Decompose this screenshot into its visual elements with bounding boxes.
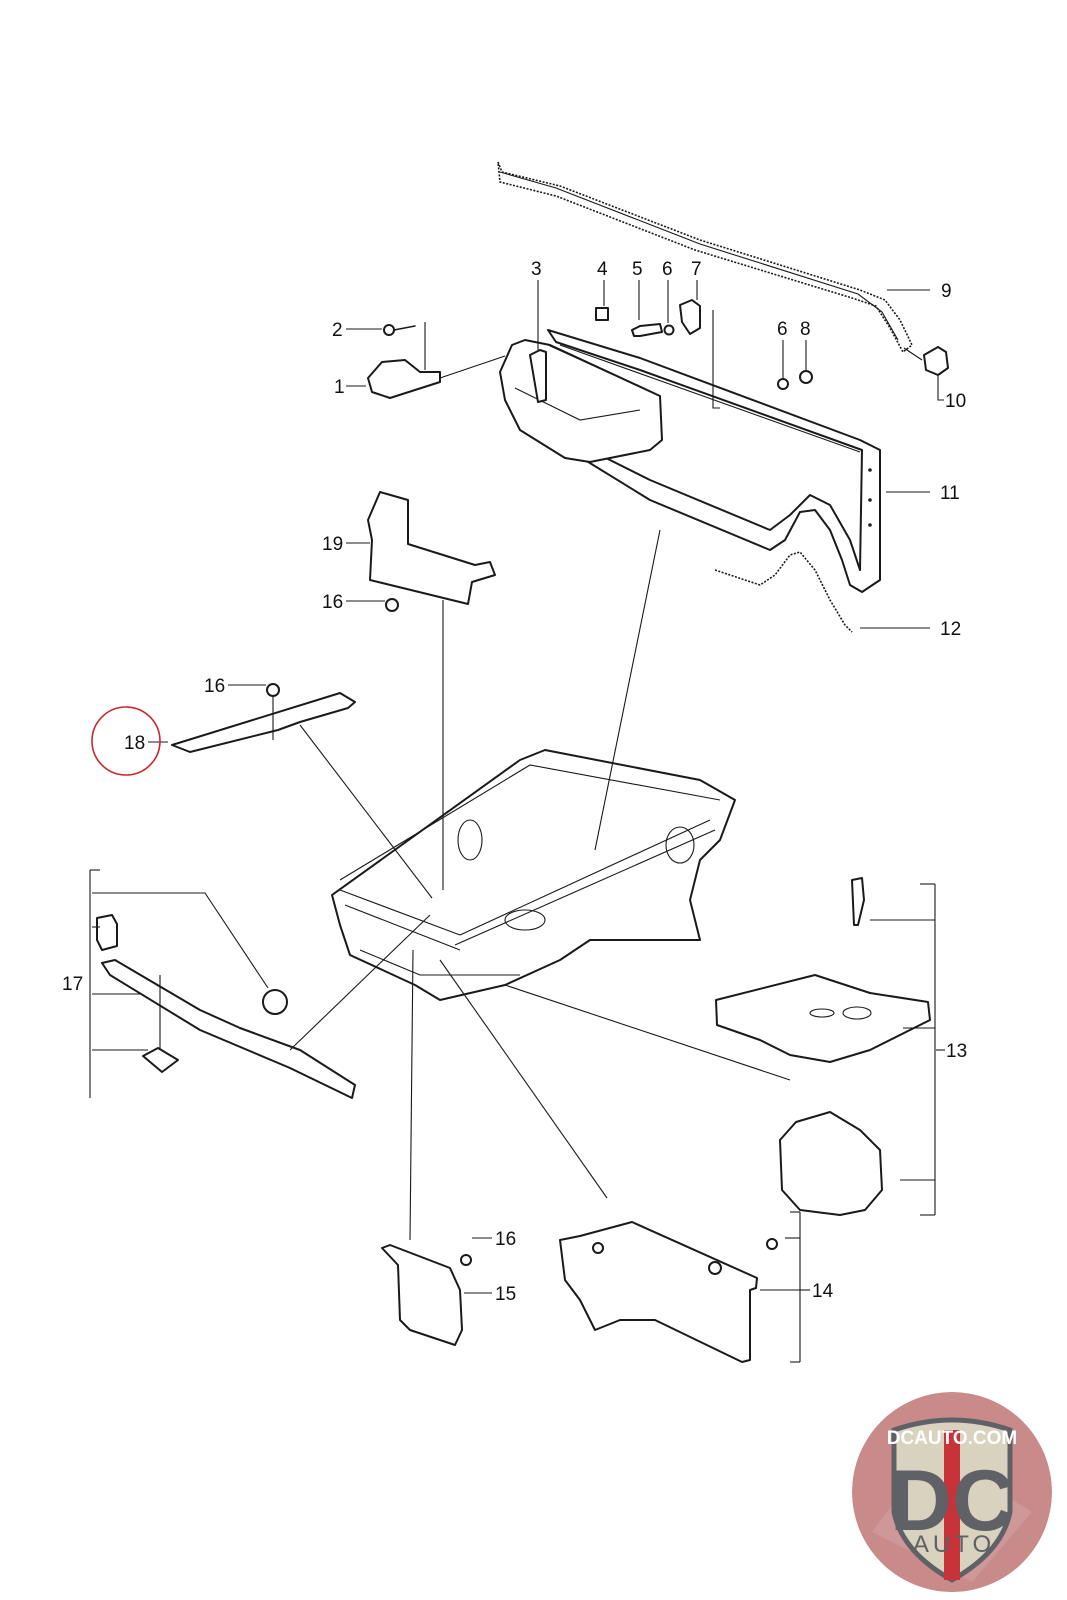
- callout-1: 1: [334, 377, 345, 398]
- callout-4: 4: [597, 259, 608, 280]
- callout-2: 2: [332, 320, 343, 341]
- callout-3: 3: [531, 259, 542, 280]
- callout-16-upper: 16: [322, 592, 343, 613]
- part-15-bracket: [381, 1244, 472, 1346]
- part-1-hinge: [367, 355, 506, 399]
- callout-10: 10: [945, 391, 966, 412]
- part-13-guide: [504, 877, 936, 1216]
- callout-16-left: 16: [204, 676, 225, 697]
- callout-16-lower: 16: [495, 1229, 516, 1250]
- part-14-panel: [559, 1211, 801, 1363]
- part-12-seal: [714, 551, 853, 633]
- callout-7: 7: [691, 259, 702, 280]
- callout-11: 11: [940, 483, 960, 504]
- part-6-washer: [663, 324, 675, 336]
- part-9-hood-seal: [497, 161, 914, 354]
- part-17-crossmember-set: [89, 869, 356, 1099]
- part-3-tray: [499, 339, 663, 463]
- callout-6-right: 6: [777, 319, 788, 340]
- part-2-screw: [383, 322, 426, 370]
- callout-17: 17: [62, 974, 83, 995]
- callout-14: 14: [812, 1281, 834, 1302]
- highlight-circle-part-18: [91, 706, 161, 776]
- part-8-nut: [799, 370, 813, 384]
- logo-top-text: DCAUTO.COM: [887, 1428, 1018, 1449]
- part-4-nut: [595, 307, 609, 321]
- callout-18: 18: [124, 733, 145, 754]
- callout-6-top: 6: [662, 259, 673, 280]
- callout-12: 12: [940, 619, 961, 640]
- logo-stripe: [944, 1430, 960, 1580]
- part-11-panel: [547, 329, 881, 593]
- callout-15: 15: [495, 1284, 516, 1305]
- part-19-bracket: [367, 491, 496, 612]
- part-5-bolt: [631, 323, 663, 337]
- part-7-bracket: [679, 299, 701, 335]
- callout-5: 5: [632, 259, 643, 280]
- part-6-washer-b: [777, 378, 789, 390]
- dcauto-logo: DCAUTO.COM DC AUTO: [852, 1392, 1052, 1592]
- part-18-crossmember: [171, 683, 356, 753]
- logo-main-text: DC: [890, 1453, 1014, 1549]
- part-10-clip: [903, 346, 949, 376]
- callout-19: 19: [322, 534, 343, 555]
- callout-leaders: [148, 280, 945, 1294]
- callout-9: 9: [941, 281, 952, 302]
- callout-8: 8: [800, 319, 811, 340]
- logo-sub-text: AUTO: [913, 1531, 995, 1558]
- callout-labels: 1 2 3 4 5 6 7 6 8 9 10 11 12 19 16 16 18…: [62, 259, 967, 1305]
- callout-13: 13: [946, 1041, 967, 1062]
- front-body-shell: [331, 749, 736, 1001]
- leader-lines: [289, 529, 661, 1241]
